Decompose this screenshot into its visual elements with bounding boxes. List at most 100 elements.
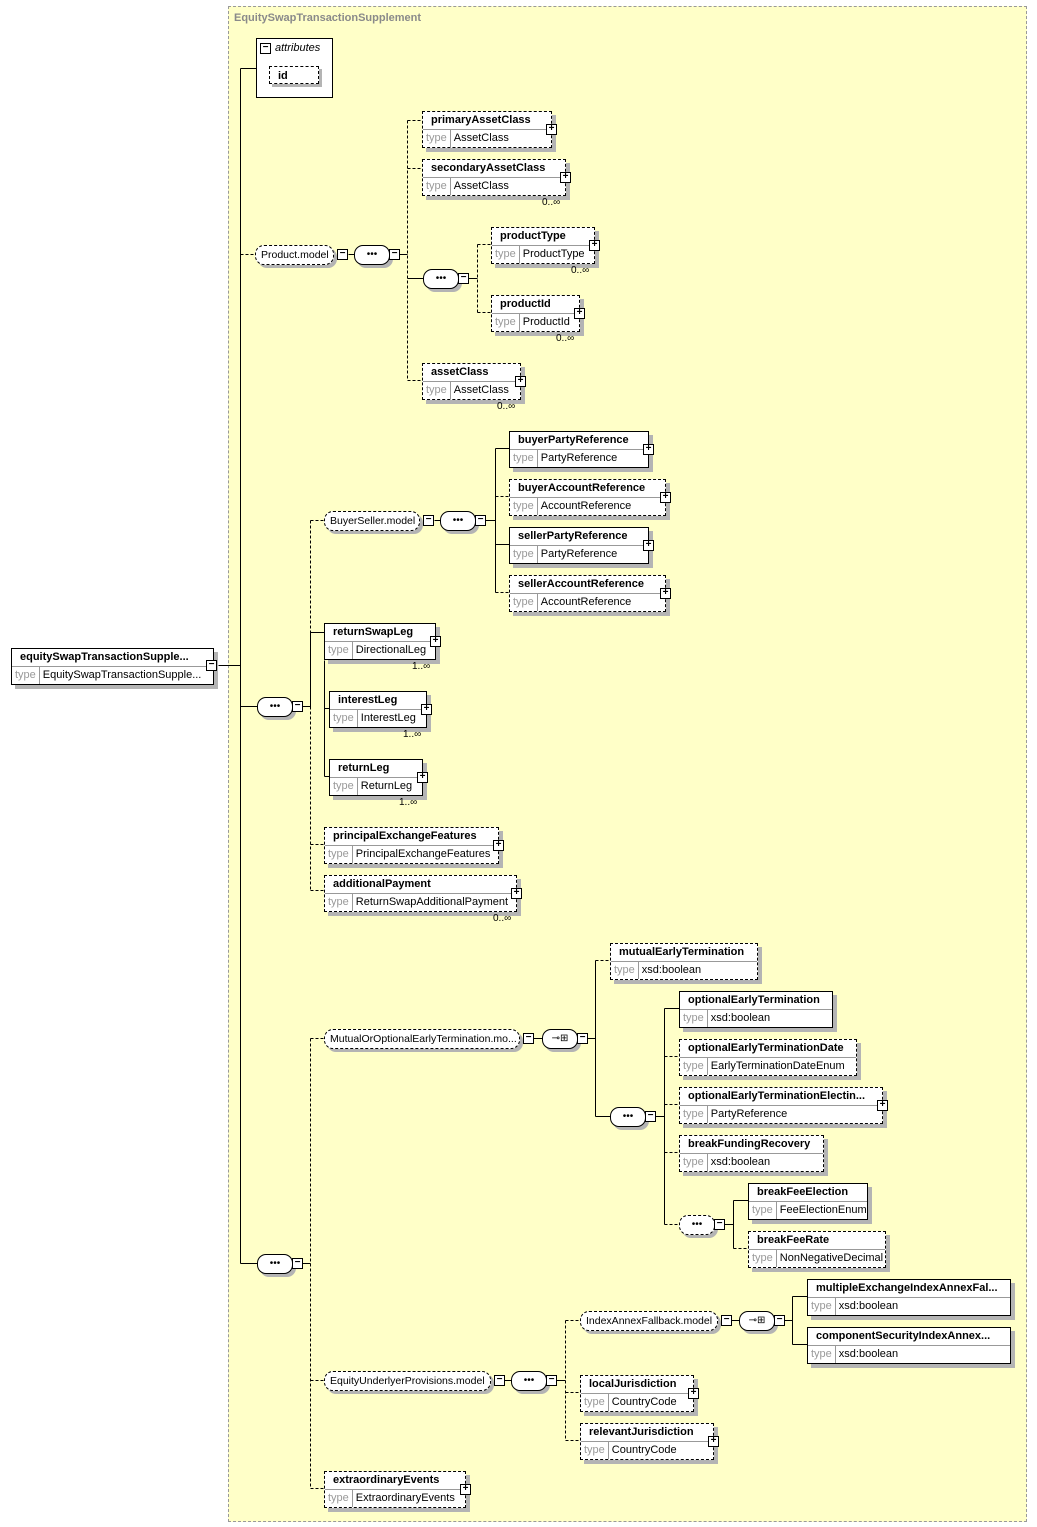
element-name: productType [492,228,594,246]
expand-button[interactable]: + [877,1100,888,1111]
type-value: AssetClass [453,384,509,396]
expand-button[interactable]: + [708,1436,719,1447]
collapse-compositor-button[interactable]: − [774,1315,785,1326]
expand-button[interactable]: + [660,492,671,503]
choice-compositor-icon[interactable]: ⊸⊞ [739,1311,775,1331]
type-label: type [749,1250,777,1267]
element-name: productId [492,296,579,314]
group-equity-underlyer-provisions-model[interactable]: EquityUnderlyerProvisions.model [324,1371,491,1391]
group-mutual-or-optional-early-termination-mo[interactable]: MutualOrOptionalEarlyTermination.mo... [324,1029,520,1049]
collapse-group-button[interactable]: − [523,1033,534,1044]
collapse-group-button[interactable]: − [337,249,348,260]
sequence-compositor-icon[interactable]: ••• [679,1215,715,1235]
collapse-group-button[interactable]: − [423,515,434,526]
expand-button[interactable]: + [430,636,441,647]
expand-button[interactable]: + [460,1484,471,1495]
cardinality-label: 1..∞ [399,797,418,808]
collapse-compositor-button[interactable]: − [475,515,486,526]
type-label: type [680,1058,708,1075]
group-product-model[interactable]: Product.model [255,245,334,265]
type-value: ProductType [522,248,585,260]
expand-button[interactable]: + [643,444,654,455]
type-label: type [808,1346,836,1363]
type-label: type [510,594,538,611]
type-value: EarlyTerminationDateEnum [710,1060,845,1072]
sequence-compositor-icon[interactable]: ••• [610,1107,646,1127]
expand-button[interactable]: + [688,1388,699,1399]
expand-button[interactable]: + [515,376,526,387]
type-value: ReturnLeg [360,780,413,792]
attribute-id[interactable]: id [269,66,319,84]
collapse-compositor-button[interactable]: − [292,1258,303,1269]
collapse-attributes-button[interactable]: − [260,43,271,54]
group-index-annex-fallback-model[interactable]: IndexAnnexFallback.model [580,1311,718,1331]
collapse-compositor-button[interactable]: − [714,1219,725,1230]
expand-button[interactable]: + [560,172,571,183]
collapse-root-button[interactable]: − [206,660,217,671]
sequence-compositor-icon[interactable]: ••• [440,511,476,531]
expand-button[interactable]: + [660,588,671,599]
sequence-compositor-icon[interactable]: ••• [354,245,390,265]
collapse-compositor-button[interactable]: − [292,701,303,712]
collapse-compositor-button[interactable]: − [389,249,400,260]
expand-button[interactable]: + [511,888,522,899]
collapse-compositor-button[interactable]: − [546,1375,557,1386]
collapse-compositor-button[interactable]: − [458,273,469,284]
expand-button[interactable]: + [421,704,432,715]
element-name: sellerPartyReference [510,528,648,546]
element-name: equitySwapTransactionSupple... [12,649,213,667]
element-name: breakFeeElection [749,1184,867,1202]
expand-button[interactable]: + [546,124,557,135]
collapse-compositor-button[interactable]: − [577,1033,588,1044]
collapse-group-button[interactable]: − [721,1315,732,1326]
expand-button[interactable]: + [643,540,654,551]
expand-button[interactable]: + [589,240,600,251]
collapse-compositor-button[interactable]: − [645,1111,656,1122]
type-value: DirectionalLeg [355,644,427,656]
expand-button[interactable]: + [574,308,585,319]
type-value: AssetClass [453,132,509,144]
type-value: xsd:boolean [838,1300,899,1312]
type-label: type [325,642,353,659]
sequence-compositor-icon[interactable]: ••• [257,697,293,717]
type-label: type [492,246,520,263]
type-value: ReturnSwapAdditionalPayment [355,896,509,908]
choice-compositor-icon[interactable]: ⊸⊞ [542,1029,578,1049]
expand-button[interactable]: + [493,840,504,851]
type-label: type [749,1202,777,1219]
collapse-group-button[interactable]: − [494,1375,505,1386]
type-label: type [12,667,40,684]
sequence-compositor-icon[interactable]: ••• [511,1371,547,1391]
group-buyer-seller-model[interactable]: BuyerSeller.model [324,511,420,531]
sequence-compositor-icon[interactable]: ••• [257,1254,293,1274]
expand-button[interactable]: + [417,772,428,783]
sequence-compositor-icon[interactable]: ••• [423,269,459,289]
